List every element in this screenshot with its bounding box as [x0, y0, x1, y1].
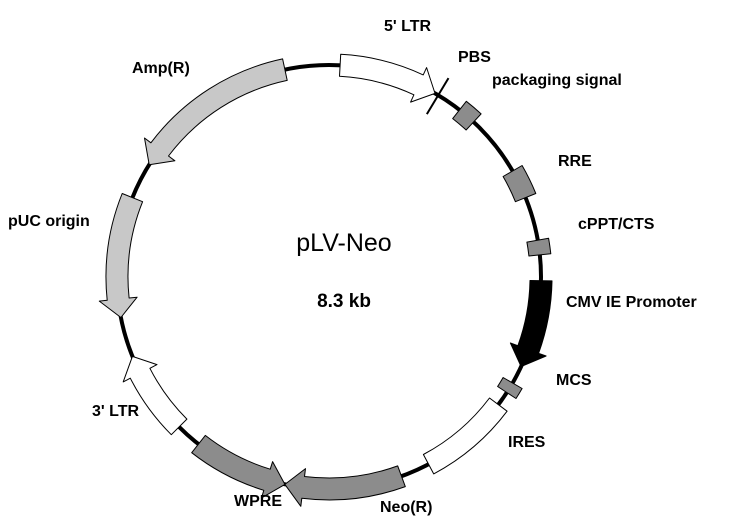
feature-5-ltr: [339, 53, 436, 103]
plasmid-size: 8.3 kb: [317, 291, 371, 312]
label-amp-r: Amp(R): [132, 60, 190, 77]
feature-wpre: [191, 434, 286, 499]
feature-rre: [502, 165, 537, 203]
feature-packaging-signal: [452, 100, 482, 131]
feature-cmv-ie-promoter: [509, 280, 553, 368]
feature-3-ltr: [122, 355, 188, 436]
feature-amp-r: [144, 58, 288, 166]
label-cppt-cts: cPPT/CTS: [578, 216, 655, 233]
feature-ires: [422, 397, 508, 475]
feature-neo-r: [284, 465, 406, 507]
plasmid-name: pLV-Neo: [296, 229, 391, 257]
label-packaging-signal: packaging signal: [492, 72, 622, 89]
label-puc-origin: pUC origin: [8, 213, 90, 230]
label-rre: RRE: [558, 153, 592, 170]
label-3-ltr: 3' LTR: [92, 403, 140, 420]
feature-cppt-cts: [526, 237, 552, 257]
feature-mcs: [497, 377, 523, 399]
label-pbs: PBS: [458, 49, 491, 66]
pbs-tick-mark: [426, 77, 450, 115]
label-cmv-ie-promoter: CMV IE Promoter: [566, 294, 697, 311]
label-ires: IRES: [508, 434, 546, 451]
label-5-ltr: 5' LTR: [384, 18, 432, 35]
label-wpre: WPRE: [234, 493, 282, 510]
feature-puc-origin: [98, 193, 144, 318]
label-neo-r: Neo(R): [380, 499, 432, 516]
features-layer: [98, 53, 553, 507]
label-mcs: MCS: [556, 372, 592, 389]
